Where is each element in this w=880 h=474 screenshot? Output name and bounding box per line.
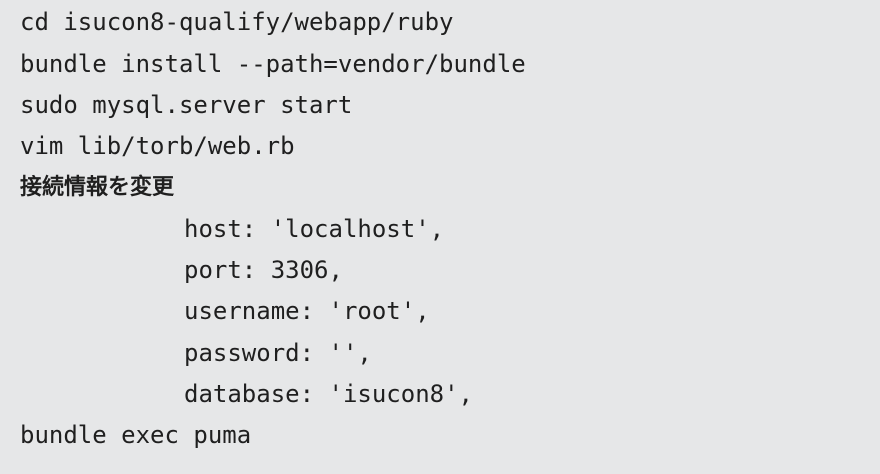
config-host: host: 'localhost', bbox=[184, 215, 445, 243]
command-cd: cd isucon8-qualify/webapp/ruby bbox=[20, 8, 454, 36]
config-database: database: 'isucon8', bbox=[184, 380, 473, 408]
command-bundle-exec: bundle exec puma bbox=[20, 421, 252, 449]
command-bundle-install: bundle install --path=vendor/bundle bbox=[20, 50, 526, 78]
config-password: password: '', bbox=[184, 339, 372, 367]
command-mysql-start: sudo mysql.server start bbox=[20, 91, 353, 119]
instruction-note: 接続情報を変更 bbox=[20, 175, 175, 200]
config-port: port: 3306, bbox=[184, 256, 343, 284]
config-username: username: 'root', bbox=[184, 297, 430, 325]
command-vim: vim lib/torb/web.rb bbox=[20, 132, 295, 160]
